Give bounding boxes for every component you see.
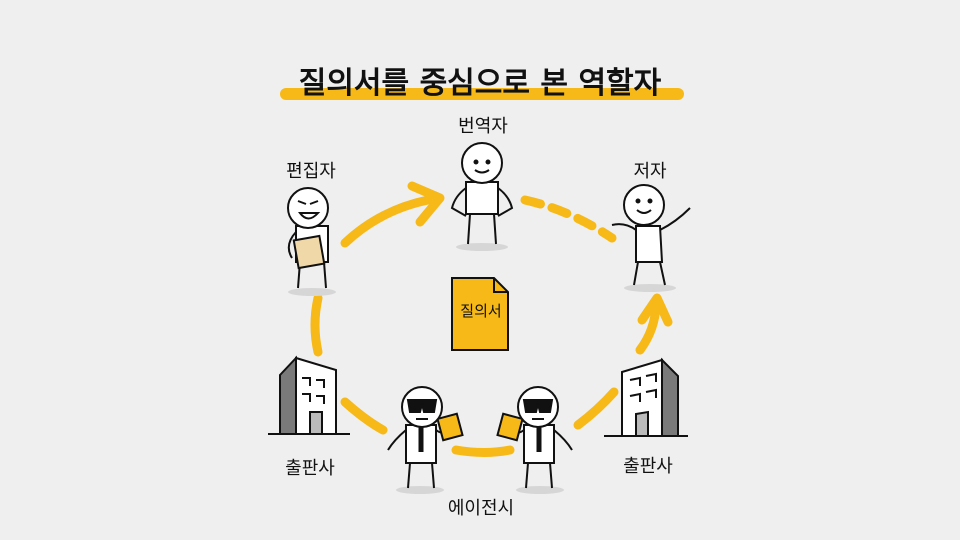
agent-right-figure [496,386,573,494]
author-label: 저자 [633,161,667,182]
arrow-publisher-to-author [635,300,661,355]
arrowhead-editor-to-translator [407,181,445,227]
arrowhead-publisher-to-author [637,293,673,327]
arc-bottom-left [340,397,388,435]
arc-bottom-right [573,387,619,430]
editor-label: 편집자 [286,161,336,182]
editor-figure [287,187,336,296]
document-icon [451,277,509,351]
title-underline [280,88,684,100]
author-figure [611,184,691,292]
publisher-left-label: 출판사 [285,458,335,479]
building-left-icon [268,355,350,435]
publisher-right-label: 출판사 [623,456,673,477]
translator-label: 번역자 [458,116,508,137]
dashed-translator-to-author [520,195,617,243]
arc-left-side [310,293,323,357]
arc-bottom-center [451,445,515,457]
agency-label: 에이전시 [447,498,515,519]
agent-left-figure [387,386,464,494]
cycle-arrows [310,181,673,457]
translator-figure [450,142,514,251]
page-title: 질의서를 중심으로 본 역할자 [298,66,662,101]
document-label: 질의서 [460,302,502,320]
building-right-icon [604,357,688,437]
arrow-editor-to-translator [340,195,433,248]
